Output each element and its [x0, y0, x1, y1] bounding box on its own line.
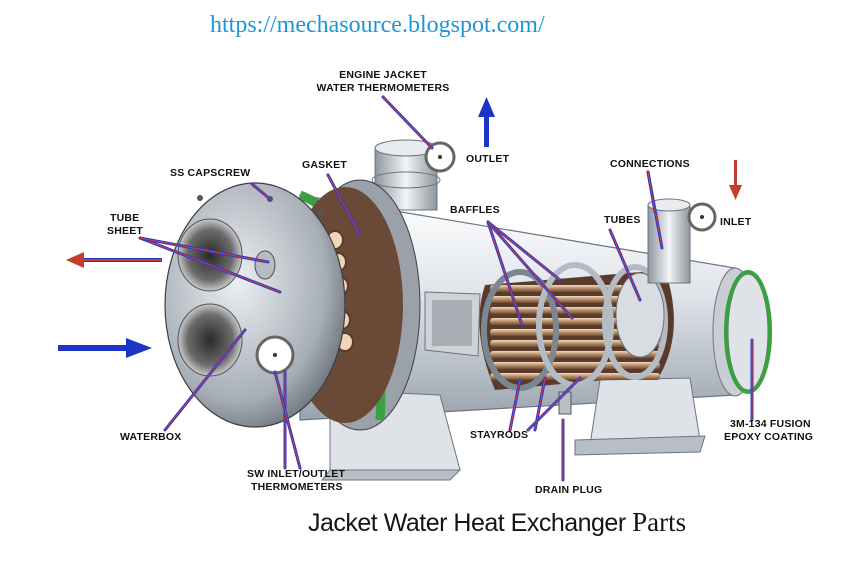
leader-line-core — [609, 229, 641, 301]
label-epoxy-coating: EPOXY COATING — [724, 431, 813, 443]
caption-tail: Parts — [632, 507, 687, 537]
leader-line-core — [251, 183, 271, 200]
leader-lines — [138, 95, 754, 482]
caption-main: Jacket Water Heat Exchanger — [308, 509, 626, 537]
leader-line-core — [487, 221, 523, 326]
nameplate — [424, 291, 481, 357]
leader-line-core — [274, 371, 301, 469]
label-sw-inlet-outlet: SW INLET/OUTLET — [247, 468, 345, 480]
leader-line-core — [139, 237, 281, 293]
site-url-link[interactable]: https://mechasource.blogspot.com/ — [210, 12, 545, 38]
label-ss-capscrew: SS CAPSCREW — [170, 167, 250, 179]
leader-line-core — [487, 221, 573, 319]
label-baffles: BAFFLES — [450, 204, 500, 216]
label-inlet: INLET — [720, 216, 752, 228]
diagram-caption: Jacket Water Heat Exchanger Parts — [308, 507, 686, 538]
label-sheet: SHEET — [107, 225, 143, 237]
label-thermometers: THERMOMETERS — [251, 481, 343, 493]
left-inflow-arrow — [58, 338, 152, 358]
label-water-thermometers: WATER THERMOMETERS — [317, 82, 450, 94]
leader-line-core — [487, 221, 561, 281]
label-gasket: GASKET — [302, 159, 347, 171]
tube — [490, 351, 660, 358]
callout-labels: ENGINE JACKET WATER THERMOMETERS OUTLET … — [107, 69, 813, 496]
label-tube: TUBE — [110, 212, 139, 224]
tube — [490, 285, 660, 292]
left-outflow-arrow — [66, 252, 162, 268]
tube — [490, 362, 660, 369]
label-fusion: 3M-134 FUSION — [730, 418, 811, 430]
label-outlet: OUTLET — [466, 153, 510, 165]
label-waterbox: WATERBOX — [120, 431, 182, 443]
tube — [490, 340, 660, 347]
leader-line-core — [382, 96, 433, 149]
label-drain-plug: DRAIN PLUG — [535, 484, 602, 496]
tube-bundle-cutaway — [479, 262, 674, 391]
inlet-arrow — [729, 160, 742, 200]
outlet-arrow — [478, 97, 495, 147]
leader-line-core — [527, 377, 581, 431]
label-tubes: TUBES — [604, 214, 641, 226]
leader-line-core — [647, 171, 656, 213]
leader-line-core — [327, 174, 361, 236]
waterbox-head — [164, 179, 421, 431]
label-connections: CONNECTIONS — [610, 158, 690, 170]
label-engine-jacket: ENGINE JACKET — [339, 69, 427, 81]
label-stayrods: STAYRODS — [470, 429, 528, 441]
leader-line-core — [139, 237, 269, 263]
leader-line-core — [509, 379, 521, 431]
tube — [490, 373, 660, 380]
leader-line-core — [164, 329, 246, 431]
